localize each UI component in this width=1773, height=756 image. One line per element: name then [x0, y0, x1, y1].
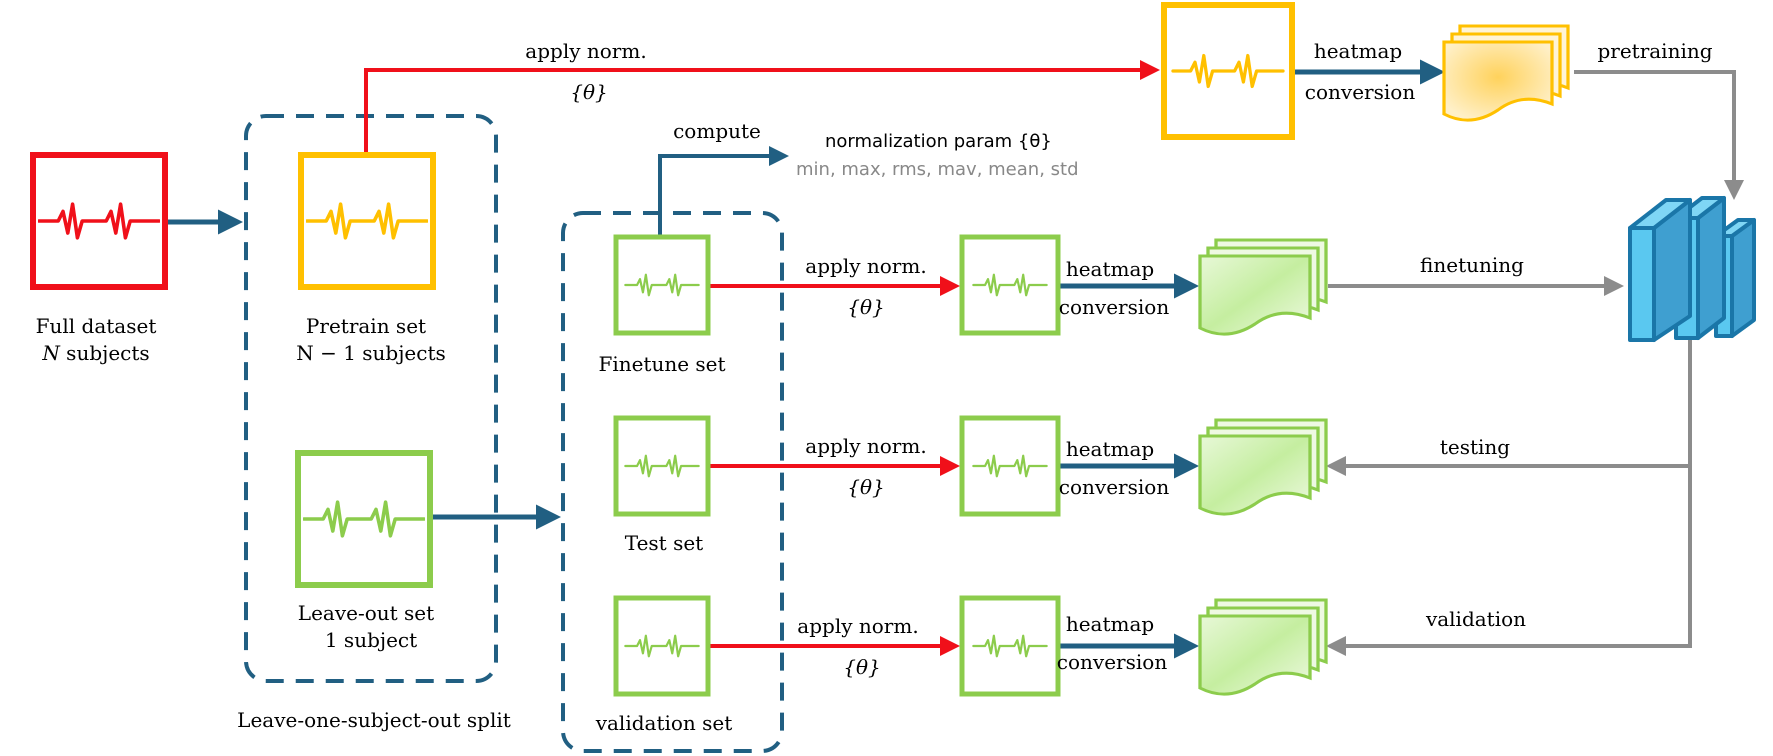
full-dataset-box — [30, 152, 168, 290]
validation-apply-norm-label: apply norm. — [797, 614, 918, 638]
validation-heatmap-stack — [1198, 598, 1328, 696]
pretraining-label: pretraining — [1597, 39, 1712, 63]
test-conversion-label: conversion — [1059, 475, 1170, 499]
pretrain-conversion-label: conversion — [1305, 80, 1416, 104]
validation-conversion-label: conversion — [1057, 650, 1168, 674]
finetune-set-label: Finetune set — [598, 352, 725, 376]
normalization-param-title: normalization param {θ} — [825, 131, 1052, 152]
finetune-apply-norm-label: apply norm. — [805, 254, 926, 278]
normalization-param-list: min, max, rms, mav, mean, std — [796, 159, 1079, 180]
loso-split-box — [244, 114, 498, 683]
test-heatmap-label: heatmap — [1066, 437, 1154, 461]
validation-heatmap-label: heatmap — [1066, 612, 1154, 636]
pretrain-set-label: Pretrain set — [306, 314, 426, 338]
finetune-normalized-box — [959, 234, 1061, 336]
full-dataset-label: Full dataset — [36, 314, 157, 338]
neural-network-model — [1628, 196, 1756, 342]
test-set-label: Test set — [625, 531, 703, 555]
finetune-conversion-label: conversion — [1059, 295, 1170, 319]
validation-set-label: validation set — [595, 711, 733, 735]
finetuning-label: finetuning — [1420, 253, 1524, 277]
pretrain-apply-norm-label: apply norm. — [525, 39, 646, 63]
pretrain-heatmap-stack — [1442, 24, 1570, 122]
test-theta-label: {θ} — [847, 475, 885, 499]
validation-theta-label: {θ} — [843, 655, 881, 679]
validation-set-box — [613, 595, 711, 697]
pretrain-normalized-box — [1161, 2, 1295, 140]
pretrain-set-subjects: N − 1 subjects — [296, 341, 446, 365]
leave-out-set-box — [295, 450, 433, 588]
finetune-heatmap-label: heatmap — [1066, 257, 1154, 281]
test-heatmap-stack — [1198, 418, 1328, 516]
test-normalized-box — [959, 415, 1061, 517]
pretrain-set-box — [298, 152, 436, 290]
arrow-validation — [1326, 460, 1692, 656]
split-caption: Leave-one-subject-out split — [237, 708, 511, 732]
testing-label: testing — [1440, 435, 1510, 459]
pretrain-heatmap-label: heatmap — [1314, 39, 1402, 63]
arrow-pretraining — [1574, 70, 1744, 200]
validation-normalized-box — [959, 595, 1061, 697]
test-apply-norm-label: apply norm. — [805, 434, 926, 458]
finetune-theta-label: {θ} — [847, 295, 885, 319]
full-dataset-subjects: N subjects — [41, 341, 149, 365]
finetune-set-box — [613, 234, 711, 336]
finetune-heatmap-stack — [1198, 238, 1328, 336]
arrow-pretrain-apply-norm — [364, 60, 1160, 154]
pretrain-theta-label: {θ} — [570, 80, 608, 104]
validation-label: validation — [1425, 607, 1526, 631]
leave-out-set-subjects: 1 subject — [325, 628, 417, 652]
compute-label: compute — [673, 119, 761, 143]
test-set-box — [613, 415, 711, 517]
finetune-test-val-box — [561, 211, 784, 753]
leave-out-set-label: Leave-out set — [298, 601, 434, 625]
arrow-compute — [658, 146, 789, 236]
